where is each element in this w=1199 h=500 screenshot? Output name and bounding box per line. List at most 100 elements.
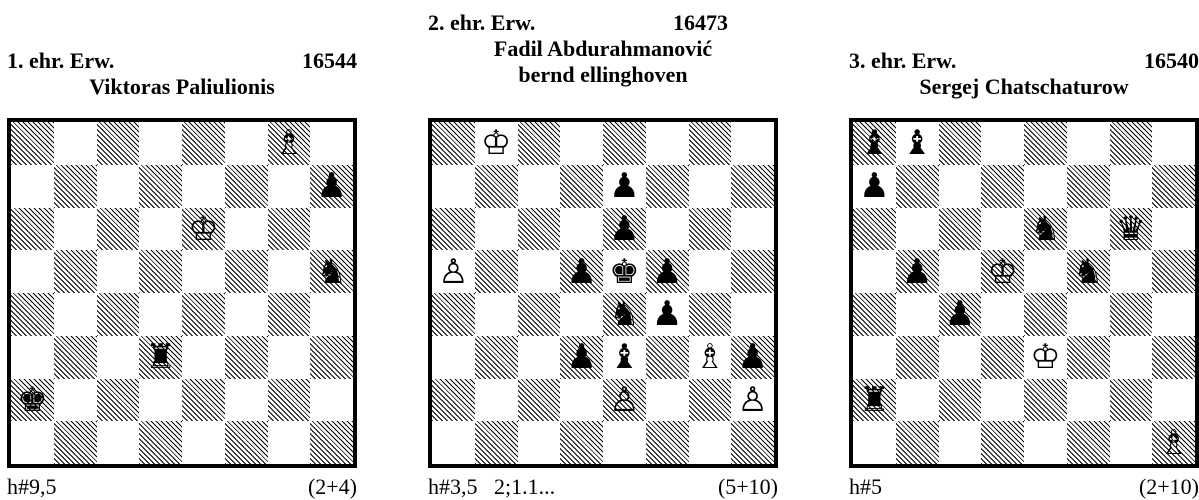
square-h1: ♗ xyxy=(1152,421,1195,464)
square-f4: ♟ xyxy=(646,293,689,336)
square-h8 xyxy=(1152,122,1195,165)
problem-number: 16473 xyxy=(673,10,728,36)
square-a2 xyxy=(432,379,475,422)
square-a8: ♝ xyxy=(853,122,896,165)
square-c5 xyxy=(518,250,561,293)
square-a2: ♜ xyxy=(853,379,896,422)
square-f3 xyxy=(225,336,268,379)
square-f1 xyxy=(225,421,268,464)
black-king-icon: ♚ xyxy=(603,250,646,293)
square-d4 xyxy=(139,293,182,336)
square-f7 xyxy=(225,165,268,208)
square-e3 xyxy=(182,336,225,379)
square-d3: ♟ xyxy=(560,336,603,379)
square-f1 xyxy=(646,421,689,464)
square-h5 xyxy=(731,250,774,293)
square-d8 xyxy=(560,122,603,165)
black-pawn-icon: ♟ xyxy=(560,250,603,293)
square-d2 xyxy=(560,379,603,422)
author-name: bernd ellinghoven xyxy=(428,62,778,88)
chess-board: ♔♟♟♙♟♚♟♞♟♟♝♗♟♙♙ xyxy=(428,118,778,468)
square-g8 xyxy=(1110,122,1153,165)
square-a5 xyxy=(853,250,896,293)
square-f2 xyxy=(225,379,268,422)
square-h7 xyxy=(1152,165,1195,208)
white-king-icon: ♔ xyxy=(981,250,1024,293)
square-c1 xyxy=(939,421,982,464)
square-g5 xyxy=(268,250,311,293)
award-label: 1. ehr. Erw. xyxy=(7,48,114,74)
black-pawn-icon: ♟ xyxy=(603,165,646,208)
square-e2: ♙ xyxy=(603,379,646,422)
black-bishop-icon: ♝ xyxy=(603,336,646,379)
problem-header: 3. ehr. Erw. 16540 Sergej Chatschaturow xyxy=(849,48,1199,100)
square-b5: ♟ xyxy=(896,250,939,293)
square-a1 xyxy=(432,421,475,464)
black-pawn-icon: ♟ xyxy=(560,336,603,379)
square-a5 xyxy=(11,250,54,293)
square-g6 xyxy=(268,208,311,251)
white-bishop-icon: ♗ xyxy=(689,336,732,379)
square-c8 xyxy=(518,122,561,165)
black-knight-icon: ♞ xyxy=(1024,208,1067,251)
square-a4 xyxy=(853,293,896,336)
square-b6 xyxy=(54,208,97,251)
square-b1 xyxy=(475,421,518,464)
square-g6: ♛ xyxy=(1110,208,1153,251)
square-g4 xyxy=(689,293,732,336)
square-e6: ♟ xyxy=(603,208,646,251)
problem-2: 2. ehr. Erw. 16473 Fadil Abdurahmanović … xyxy=(428,0,778,500)
square-e2 xyxy=(1024,379,1067,422)
square-g2 xyxy=(1110,379,1153,422)
white-pawn-icon: ♙ xyxy=(603,379,646,422)
white-pawn-icon: ♙ xyxy=(731,379,774,422)
square-d2 xyxy=(139,379,182,422)
square-e4: ♞ xyxy=(603,293,646,336)
square-d6 xyxy=(560,208,603,251)
square-b3 xyxy=(54,336,97,379)
square-c3 xyxy=(518,336,561,379)
square-a7: ♟ xyxy=(853,165,896,208)
square-e5 xyxy=(182,250,225,293)
problem-number: 16540 xyxy=(1144,48,1199,74)
square-a6 xyxy=(432,208,475,251)
square-g3 xyxy=(268,336,311,379)
square-c8 xyxy=(939,122,982,165)
square-f5: ♞ xyxy=(1067,250,1110,293)
square-h7 xyxy=(731,165,774,208)
square-e6: ♔ xyxy=(182,208,225,251)
stipulation: h#5 xyxy=(849,474,882,500)
square-a1 xyxy=(853,421,896,464)
square-c2 xyxy=(518,379,561,422)
white-pawn-icon: ♙ xyxy=(432,250,475,293)
square-e4 xyxy=(182,293,225,336)
chess-board: ♝♝♟♞♛♟♔♞♟♔♜♗ xyxy=(849,118,1199,468)
problem-footer: h#3,5 2;1.1... (5+10) xyxy=(428,474,778,500)
square-f4 xyxy=(1067,293,1110,336)
square-b1 xyxy=(54,421,97,464)
square-c2 xyxy=(97,379,140,422)
problem-footer: h#5 (2+10) xyxy=(849,474,1199,500)
black-bishop-icon: ♝ xyxy=(896,122,939,165)
square-f1 xyxy=(1067,421,1110,464)
square-h2 xyxy=(1152,379,1195,422)
square-a4 xyxy=(432,293,475,336)
square-f3 xyxy=(646,336,689,379)
square-a3 xyxy=(11,336,54,379)
stipulation: h#3,5 2;1.1... xyxy=(428,474,555,500)
black-pawn-icon: ♟ xyxy=(939,293,982,336)
square-g7 xyxy=(689,165,732,208)
square-c6 xyxy=(518,208,561,251)
square-b7 xyxy=(475,165,518,208)
author-name: Fadil Abdurahmanović xyxy=(428,36,778,62)
square-g5 xyxy=(1110,250,1153,293)
square-e7: ♟ xyxy=(603,165,646,208)
author-name: Viktoras Paliulionis xyxy=(7,74,357,100)
square-e5 xyxy=(1024,250,1067,293)
square-h5 xyxy=(1152,250,1195,293)
square-f2 xyxy=(646,379,689,422)
square-d6 xyxy=(981,208,1024,251)
square-b2 xyxy=(54,379,97,422)
square-c1 xyxy=(97,421,140,464)
square-f3 xyxy=(1067,336,1110,379)
